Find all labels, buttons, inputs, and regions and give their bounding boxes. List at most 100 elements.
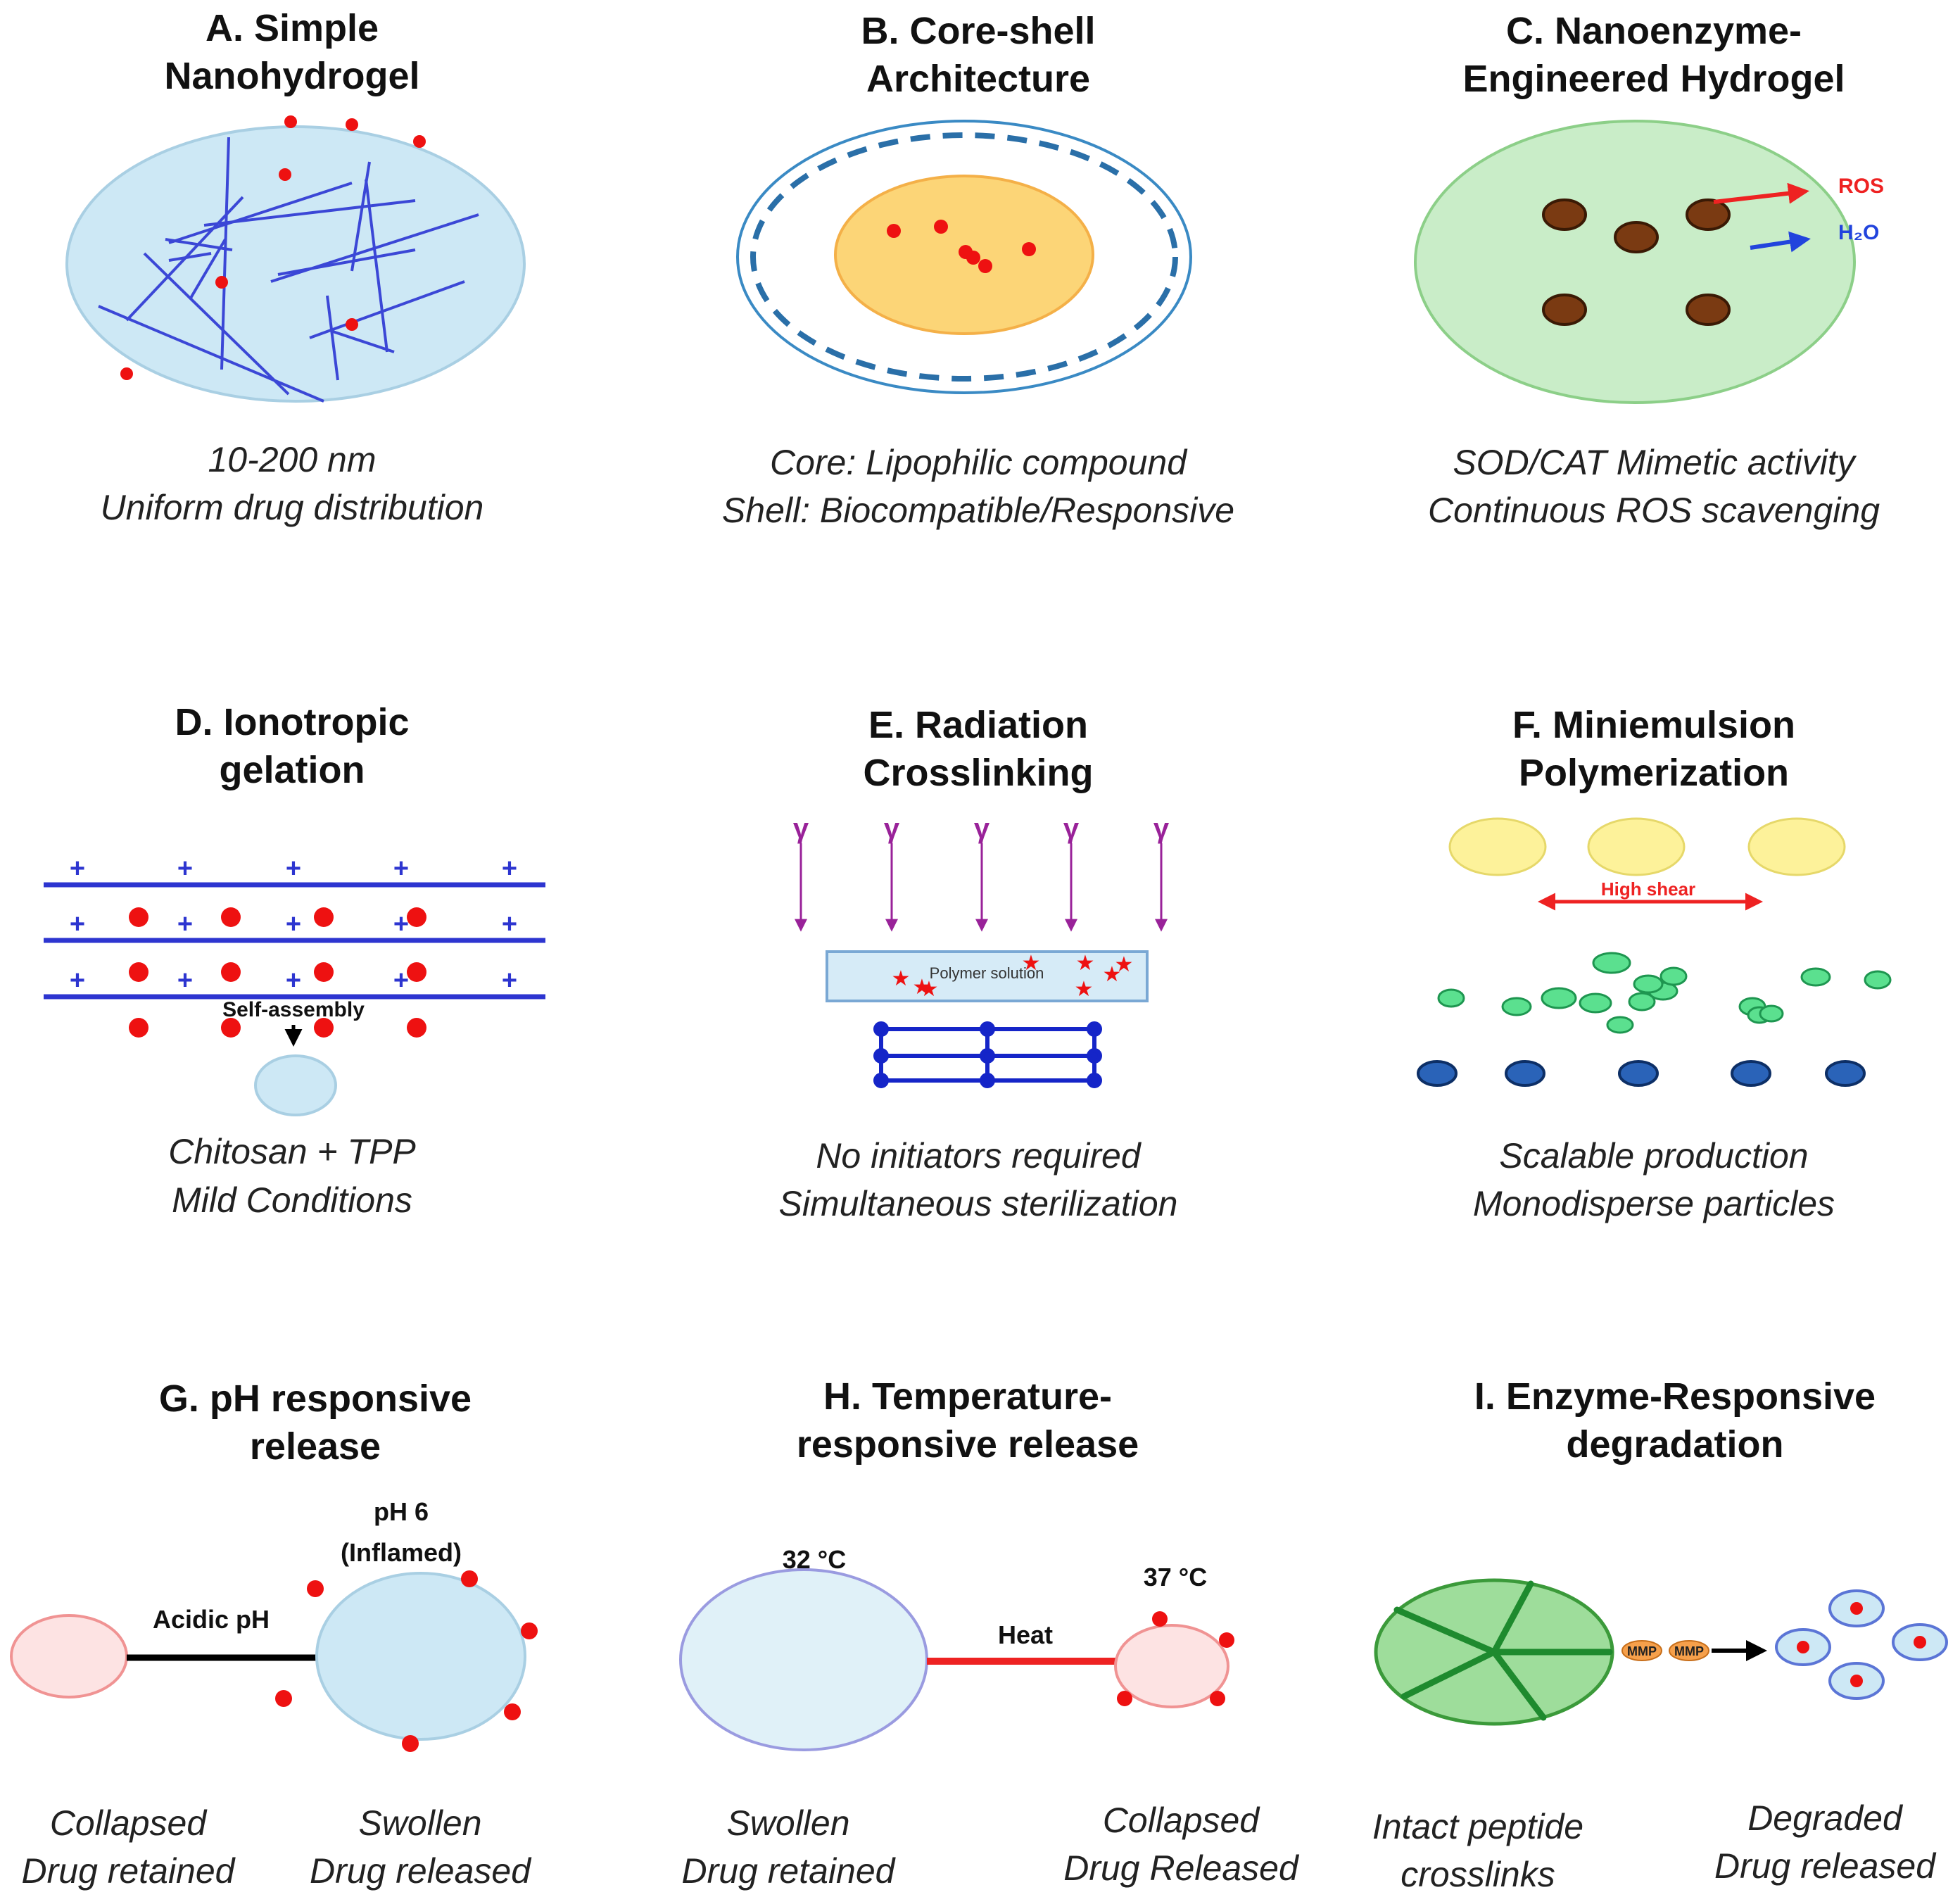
crosslinked-network bbox=[873, 1021, 1102, 1088]
svg-text:★: ★ bbox=[1022, 952, 1041, 975]
collapsed-nanogel bbox=[10, 1614, 128, 1699]
drug-retained-label: Drug retained bbox=[22, 1851, 236, 1891]
swollen-nanogel bbox=[315, 1572, 526, 1741]
svg-text:★: ★ bbox=[1075, 978, 1094, 1001]
svg-text:★: ★ bbox=[1115, 953, 1134, 976]
panel-e-title-line1: E. Radiation bbox=[868, 704, 1088, 746]
gamma-rays: γ γ γ γ γ bbox=[793, 813, 1170, 932]
chitosan-nanogel bbox=[254, 1054, 337, 1116]
panel-b-title-line1: B. Core-shell bbox=[861, 10, 1095, 52]
panel-c-caption-line2: Continuous ROS scavenging bbox=[1428, 491, 1880, 530]
ros-label: ROS bbox=[1838, 175, 1884, 198]
collapsed-label: Collapsed bbox=[50, 1803, 208, 1843]
panel-a-title-line1: A. Simple bbox=[206, 7, 379, 49]
svg-text:+: + bbox=[286, 966, 301, 995]
svg-text:+: + bbox=[70, 966, 85, 995]
miniemulsion-droplets bbox=[1437, 952, 1892, 1034]
svg-text:+: + bbox=[502, 909, 517, 939]
nanoenzyme-particles bbox=[1542, 198, 1731, 326]
panel-g-title-line1: G. pH responsive bbox=[159, 1378, 472, 1420]
svg-text:γ: γ bbox=[1153, 813, 1170, 844]
svg-text:γ: γ bbox=[1063, 813, 1080, 844]
svg-text:+: + bbox=[286, 854, 301, 883]
panel-h-title-line1: H. Temperature- bbox=[823, 1375, 1112, 1418]
high-shear-label: High shear bbox=[1601, 878, 1695, 900]
svg-text:MMP: MMP bbox=[1674, 1644, 1704, 1658]
panel-h: H. Temperature- responsive release 32 °C… bbox=[679, 1375, 1300, 1891]
polymer-solution-label: Polymer solution bbox=[930, 964, 1044, 982]
panel-a-caption-line1: 10-200 nm bbox=[208, 440, 376, 479]
collapsed-nanogel bbox=[1114, 1624, 1229, 1708]
shell-dashed-layer bbox=[750, 132, 1178, 382]
heat-label: Heat bbox=[998, 1620, 1053, 1649]
drug-molecules bbox=[887, 220, 1036, 273]
svg-text:+: + bbox=[177, 909, 193, 939]
svg-text:★: ★ bbox=[1103, 963, 1122, 986]
panel-d-title-line1: D. Ionotropic bbox=[175, 701, 410, 743]
released-drug bbox=[275, 1570, 538, 1752]
h2o-arrow bbox=[1750, 231, 1811, 253]
acidic-ph-label: Acidic pH bbox=[153, 1605, 270, 1634]
panel-e: E. Radiation Crosslinking γ γ γ γ γ Poly… bbox=[779, 704, 1178, 1223]
panel-h-title-line2: responsive release bbox=[797, 1423, 1139, 1466]
panel-b-caption-line1: Core: Lipophilic compound bbox=[770, 443, 1188, 482]
monomer-droplets bbox=[1448, 817, 1846, 876]
drug-retained-label: Drug retained bbox=[682, 1851, 897, 1891]
panel-d: D. Ionotropic gelation +++++ +++++ +++++… bbox=[44, 701, 545, 1220]
panel-c-title-line2: Engineered Hydrogel bbox=[1462, 58, 1845, 100]
svg-text:+: + bbox=[393, 909, 409, 939]
self-assembly-label: Self-assembly bbox=[222, 998, 365, 1021]
inflamed-label: (Inflamed) bbox=[341, 1538, 462, 1567]
polymer-nanoparticles bbox=[1417, 1060, 1866, 1087]
panel-g-title-line2: release bbox=[250, 1425, 381, 1468]
panel-f: F. Miniemulsion Polymerization High shea… bbox=[1417, 704, 1892, 1223]
radical-stars: ★★★ ★★★ ★★ bbox=[892, 952, 1134, 1001]
svg-text:★: ★ bbox=[1076, 952, 1095, 975]
degraded-fragments bbox=[1775, 1589, 1948, 1700]
panel-c-title-line1: C. Nanoenzyme- bbox=[1506, 10, 1802, 52]
polymer-fibers bbox=[98, 137, 479, 403]
svg-text:★: ★ bbox=[913, 976, 932, 999]
svg-text:+: + bbox=[393, 854, 409, 883]
temp-37-label: 37 °C bbox=[1144, 1563, 1207, 1592]
panel-c-caption-line1: SOD/CAT Mimetic activity bbox=[1453, 443, 1857, 482]
panel-d-caption-line1: Chitosan + TPP bbox=[168, 1132, 416, 1171]
panel-f-title-line2: Polymerization bbox=[1519, 752, 1789, 794]
polymer-solution-box bbox=[826, 950, 1149, 1002]
svg-text:+: + bbox=[502, 854, 517, 883]
panel-f-title-line1: F. Miniemulsion bbox=[1512, 704, 1795, 746]
swollen-nanogel bbox=[679, 1568, 928, 1751]
panel-d-title-line2: gelation bbox=[219, 749, 365, 791]
swollen-label: Swollen bbox=[358, 1803, 481, 1843]
panel-f-caption-line2: Monodisperse particles bbox=[1473, 1184, 1835, 1223]
drug-molecules bbox=[120, 115, 426, 380]
svg-text:+: + bbox=[286, 909, 301, 939]
panel-i-title-line2: degradation bbox=[1566, 1423, 1783, 1466]
ros-arrow bbox=[1713, 182, 1809, 204]
svg-text:+: + bbox=[70, 854, 85, 883]
panel-g: G. pH responsive release Acidic pH pH 6 … bbox=[10, 1378, 538, 1891]
intact-peptide-label: Intact peptide bbox=[1372, 1807, 1583, 1846]
panel-i-title-line1: I. Enzyme-Responsive bbox=[1474, 1375, 1876, 1418]
tpp-anions bbox=[129, 907, 426, 1038]
h2o-label: H₂O bbox=[1838, 221, 1879, 244]
svg-text:γ: γ bbox=[793, 813, 809, 844]
released-drug bbox=[1117, 1611, 1234, 1706]
svg-text:γ: γ bbox=[884, 813, 900, 844]
svg-text:γ: γ bbox=[974, 813, 990, 844]
crosslinks-label: crosslinks bbox=[1401, 1855, 1555, 1894]
svg-text:★: ★ bbox=[892, 967, 911, 990]
peptide-crosslinks bbox=[1393, 1580, 1613, 1721]
drug-released-label: Drug released bbox=[1714, 1846, 1937, 1886]
panel-e-title-line2: Crosslinking bbox=[863, 752, 1093, 794]
svg-text:+: + bbox=[393, 966, 409, 995]
panel-b: B. Core-shell Architecture Core: Lipophi… bbox=[722, 10, 1234, 530]
swollen-label: Swollen bbox=[726, 1803, 849, 1843]
panel-a: A. Simple Nanohydrogel 10-200 nm bbox=[65, 7, 526, 527]
panel-f-caption-line1: Scalable production bbox=[1499, 1136, 1808, 1176]
panel-a-title-line2: Nanohydrogel bbox=[164, 55, 419, 97]
drug-released-label: Drug released bbox=[310, 1851, 532, 1891]
svg-text:+: + bbox=[177, 854, 193, 883]
panel-b-title-line2: Architecture bbox=[866, 58, 1090, 100]
